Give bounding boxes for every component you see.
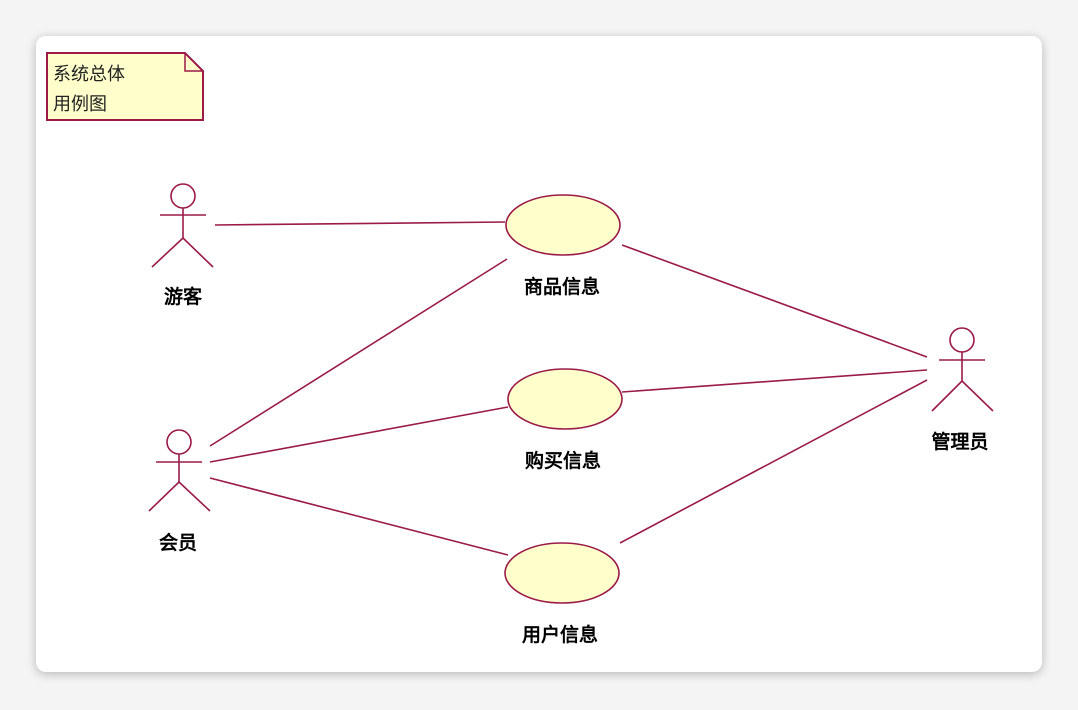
association-member-user[interactable] <box>209 477 509 556</box>
usecase-ellipse <box>504 542 620 604</box>
usecase-purchase[interactable]: 购买信息 <box>507 368 623 472</box>
usecase-label: 商品信息 <box>524 275 600 298</box>
association-member-purchase[interactable] <box>209 406 509 463</box>
actor-admin[interactable]: 管理员 <box>931 327 994 453</box>
usecase-label: 用户信息 <box>522 623 598 646</box>
associations <box>209 221 928 556</box>
actor-label: 游客 <box>164 285 203 308</box>
actor-visitor[interactable]: 游客 <box>151 183 214 308</box>
association-admin-user[interactable] <box>619 379 928 544</box>
association-member-product[interactable] <box>209 258 508 447</box>
actor-member[interactable]: 会员 <box>148 429 211 554</box>
note-line-1: 系统总体 <box>53 64 125 85</box>
actor-label: 会员 <box>159 531 197 554</box>
association-admin-product[interactable] <box>621 244 928 358</box>
usecase-product[interactable]: 商品信息 <box>505 194 621 298</box>
usecase-user[interactable]: 用户信息 <box>504 542 620 646</box>
usecase-label: 购买信息 <box>525 449 601 472</box>
actor-icon <box>931 327 994 412</box>
association-admin-purchase[interactable] <box>621 369 928 393</box>
usecase-ellipse <box>505 194 621 256</box>
actor-label: 管理员 <box>931 430 988 453</box>
note-line-2: 用例图 <box>53 94 107 115</box>
usecase-ellipse <box>507 368 623 430</box>
note[interactable]: 系统总体 用例图 <box>46 52 204 121</box>
actor-icon <box>148 429 211 512</box>
association-visitor-product[interactable] <box>214 221 506 226</box>
actor-icon <box>151 183 214 268</box>
